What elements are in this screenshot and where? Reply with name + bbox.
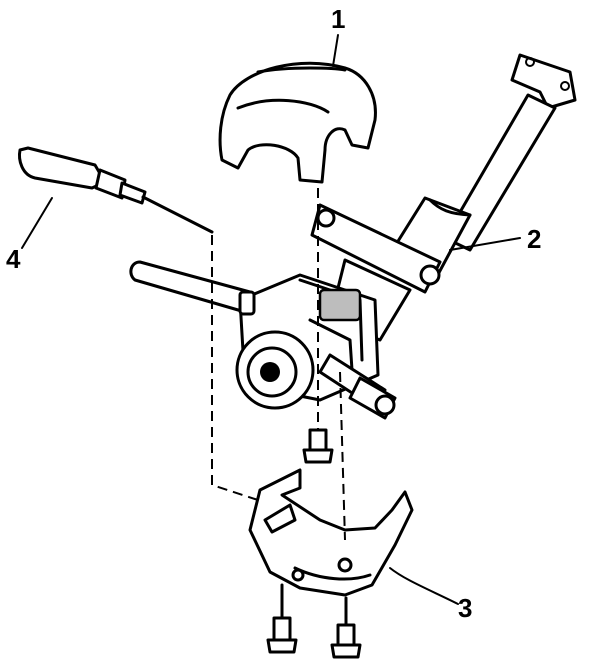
upper-trim-cover <box>218 61 377 184</box>
lever-connector <box>18 146 214 234</box>
callout-1: 1 <box>331 4 346 34</box>
leader-lines <box>21 34 521 605</box>
lower-screw-right <box>330 596 362 659</box>
turn-signal-lever <box>129 260 256 316</box>
callout-4: 4 <box>6 244 21 274</box>
assembly-lines <box>211 188 346 541</box>
steering-column <box>310 53 577 342</box>
upper-screw <box>302 428 334 464</box>
wiper-lever <box>318 353 397 420</box>
callout-3: 3 <box>458 593 473 623</box>
callout-2: 2 <box>527 224 542 254</box>
lower-trim-cover <box>248 468 414 597</box>
lower-screw-left <box>266 583 298 654</box>
